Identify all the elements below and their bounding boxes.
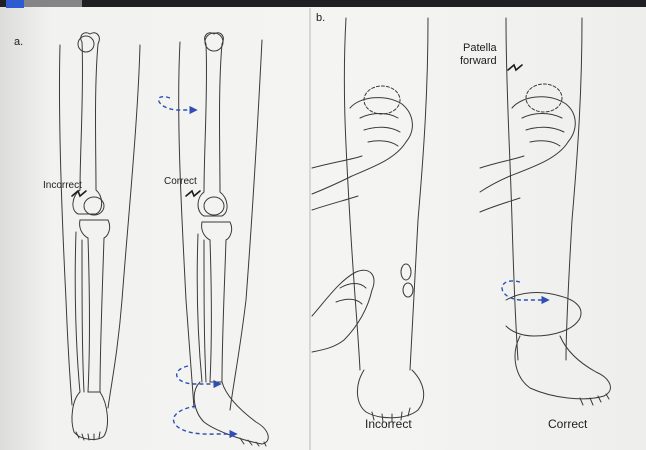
- panel-b-correct-caption: Correct: [548, 417, 587, 431]
- femoral-head: [205, 33, 223, 51]
- dashed-curved-arrow-icon: [177, 366, 220, 384]
- foot: [72, 392, 107, 439]
- leg-outline-left: [179, 42, 194, 408]
- patella-label-line1: Patella: [463, 42, 497, 54]
- leg-outline-left: [344, 18, 360, 370]
- dashed-curved-arrow-icon: [159, 97, 196, 110]
- tibia-bone: [202, 222, 232, 382]
- foot: [515, 336, 610, 399]
- patella-label-line2: forward: [460, 55, 497, 67]
- leg-outline-left: [59, 45, 72, 405]
- panel-a-incorrect-label: Incorrect: [43, 180, 82, 191]
- fibula-bone: [197, 234, 206, 382]
- panel-b-letter: b.: [316, 12, 325, 24]
- ankle-fingers: [336, 284, 366, 305]
- dashed-curved-arrow-icon: [502, 281, 548, 300]
- zigzag-leader-icon: [508, 65, 522, 70]
- pointers-b: [508, 65, 522, 70]
- fibula-bone: [75, 232, 84, 392]
- leg-a-incorrect: [59, 33, 140, 440]
- forearm: [480, 156, 524, 212]
- panel-a-correct-label: Correct: [164, 176, 197, 187]
- hand-on-knee: [480, 97, 575, 192]
- leg-outline-right: [108, 45, 140, 408]
- hand-fingers: [522, 114, 564, 147]
- leg-b-incorrect: [312, 18, 428, 422]
- zigzag-leader-icon: [186, 191, 200, 196]
- leg-outline-right: [230, 40, 262, 410]
- rotation-arrows-b: [502, 281, 548, 300]
- femur-bone: [198, 33, 227, 216]
- zigzag-leader-icon: [72, 191, 86, 196]
- dashed-curved-arrow-icon: [173, 406, 236, 434]
- patella: [204, 197, 224, 215]
- foot: [357, 370, 423, 418]
- hand-fingers: [360, 114, 400, 147]
- tibia-bone: [80, 220, 110, 392]
- panel-a-letter: a.: [14, 36, 23, 48]
- tendon-bump: [401, 264, 411, 280]
- leg-a-correct: [179, 33, 269, 446]
- panel-b-incorrect-caption: Incorrect: [365, 417, 412, 431]
- leg-outline-right: [566, 18, 582, 360]
- tendon-bump: [403, 283, 413, 297]
- leg-outline-right: [410, 18, 428, 370]
- leg-b-correct: [480, 18, 610, 405]
- hand-at-ankle: [312, 270, 374, 352]
- femoral-head: [78, 36, 94, 52]
